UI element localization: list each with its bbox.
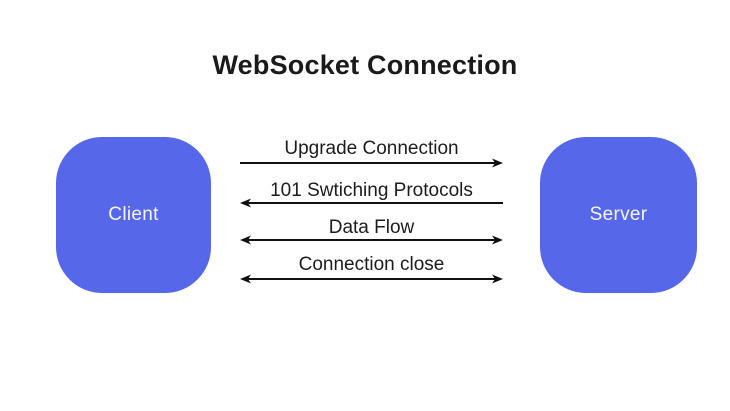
message-label-upgrade-connection: Upgrade Connection — [284, 138, 459, 159]
message-label-connection-close: Connection close — [298, 254, 445, 275]
client-node: Client — [56, 137, 211, 293]
message-label-switching-protocols: 101 Swtiching Protocols — [270, 180, 473, 201]
arrowhead-left-icon — [240, 274, 251, 284]
arrow-upgrade-connection — [240, 158, 503, 168]
server-node-label: Server — [589, 204, 648, 225]
message-label-data-flow: Data Flow — [328, 217, 415, 238]
server-node: Server — [540, 137, 697, 293]
client-node-label: Client — [108, 204, 159, 225]
arrow-connection-close — [240, 274, 503, 284]
arrowhead-right-icon — [492, 158, 503, 168]
diagram-title: WebSocket Connection — [212, 50, 518, 80]
arrowhead-right-icon — [492, 274, 503, 284]
